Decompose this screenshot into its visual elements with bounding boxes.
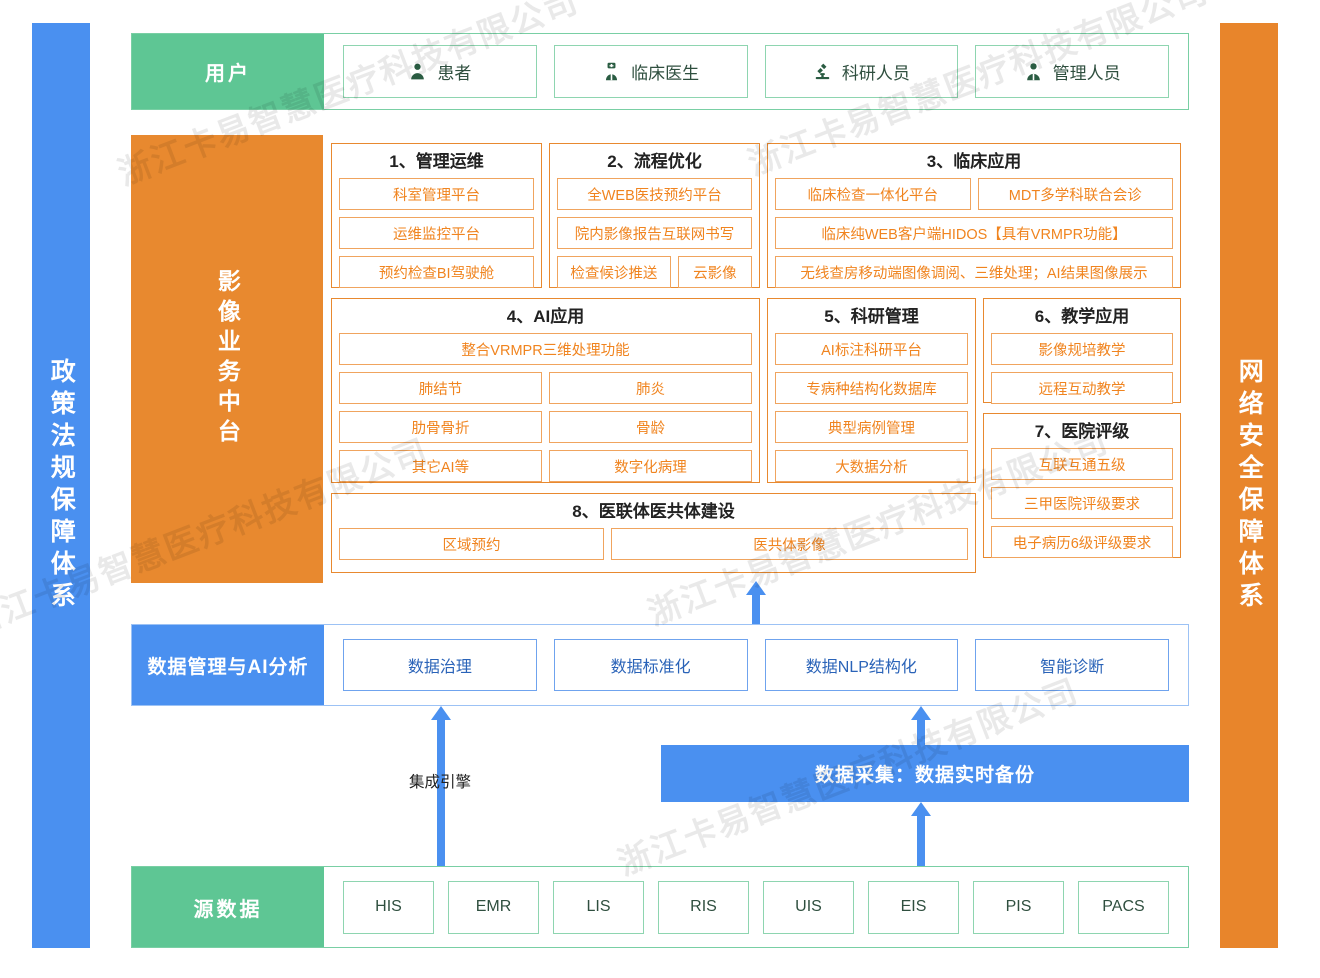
platform-item[interactable]: 运维监控平台	[339, 217, 534, 249]
group-title: 7、医院评级	[1034, 422, 1130, 441]
platform-item[interactable]: 临床纯WEB客户端HIDOS【具有VRMPR功能】	[775, 217, 1173, 249]
platform-row: 影像业务中台 1、管理运维 科室管理平台 运维监控平台 预约检查BI驾驶舱 2、…	[131, 135, 1189, 583]
arrow-source-to-collect	[917, 815, 925, 866]
source-data-row: 源数据 HIS EMR LIS RIS UIS EIS PIS PACS	[131, 866, 1189, 948]
data-chip-nlp-structure[interactable]: 数据NLP结构化	[764, 639, 959, 691]
user-chip-label: 临床医生	[631, 64, 700, 83]
data-management-chip-list: 数据治理 数据标准化 数据NLP结构化 智能诊断	[324, 625, 1188, 705]
source-data-chip-list: HIS EMR LIS RIS UIS EIS PIS PACS	[324, 867, 1188, 947]
platform-item[interactable]: 科室管理平台	[339, 178, 534, 210]
data-chip-governance[interactable]: 数据治理	[343, 639, 537, 691]
user-chip-clinician[interactable]: 临床医生	[553, 45, 748, 98]
group-title: 1、管理运维	[389, 152, 484, 171]
platform-item[interactable]: 影像规培教学	[991, 333, 1173, 365]
source-data-label: 源数据	[132, 867, 324, 947]
source-chip-his[interactable]: HIS	[343, 880, 434, 934]
data-chip-standardize[interactable]: 数据标准化	[553, 639, 748, 691]
data-collection-bar: 数据采集：数据实时备份	[661, 745, 1189, 802]
group-title: 8、医联体医共体建设	[572, 502, 735, 521]
source-chip-eis[interactable]: EIS	[868, 880, 959, 934]
platform-group-3: 3、临床应用 临床检查一体化平台 MDT多学科联合会诊 临床纯WEB客户端HID…	[767, 143, 1181, 288]
platform-label-text: 影像业务中台	[214, 269, 241, 449]
user-chip-label: 科研人员	[841, 64, 910, 83]
group-title: 6、教学应用	[1034, 307, 1130, 326]
platform-item[interactable]: 临床检查一体化平台	[775, 178, 971, 210]
platform-item[interactable]: AI标注科研平台	[775, 333, 968, 365]
platform-item[interactable]: 肋骨骨折	[339, 411, 542, 443]
platform-groups: 1、管理运维 科室管理平台 运维监控平台 预约检查BI驾驶舱 2、流程优化 全W…	[323, 135, 1189, 583]
user-chip-administrator[interactable]: 管理人员	[975, 45, 1169, 98]
arrow-data-to-platform	[752, 594, 760, 624]
platform-item[interactable]: 数字化病理	[549, 450, 752, 482]
user-chip-patient[interactable]: 患者	[343, 45, 537, 98]
platform-item[interactable]: 其它AI等	[339, 450, 542, 482]
right-pillar-security: 网络安全保障体系	[1220, 23, 1278, 948]
platform-item[interactable]: 肺炎	[549, 372, 752, 404]
data-chip-smart-diagnosis[interactable]: 智能诊断	[975, 639, 1169, 691]
arrow-integration-engine	[437, 719, 445, 866]
group-title: 5、科研管理	[824, 307, 919, 326]
user-chip-label: 管理人员	[1052, 64, 1121, 83]
platform-group-7: 7、医院评级 互联互通五级 三甲医院评级要求 电子病历6级评级要求	[983, 413, 1181, 558]
platform-item[interactable]: 大数据分析	[775, 450, 968, 482]
source-chip-uis[interactable]: UIS	[763, 880, 854, 934]
doctor-icon	[602, 62, 621, 81]
platform-item[interactable]: 云影像	[677, 256, 752, 288]
manager-icon	[1024, 62, 1043, 81]
platform-item[interactable]: 电子病历6级评级要求	[991, 526, 1173, 558]
left-pillar-policy: 政策法规保障体系	[32, 23, 90, 948]
source-chip-lis[interactable]: LIS	[553, 880, 644, 934]
user-chip-researcher[interactable]: 科研人员	[764, 45, 959, 98]
source-chip-pacs[interactable]: PACS	[1078, 880, 1169, 934]
source-chip-ris[interactable]: RIS	[658, 880, 749, 934]
platform-group-4: 4、AI应用 整合VRMPR三维处理功能 肺结节 肺炎 肋骨骨折 骨龄 其它AI…	[331, 298, 760, 483]
platform-item[interactable]: MDT多学科联合会诊	[977, 178, 1173, 210]
platform-item[interactable]: 检查候诊推送	[557, 256, 671, 288]
platform-item[interactable]: 医共体影像	[610, 528, 968, 560]
platform-item[interactable]: 互联互通五级	[991, 448, 1173, 480]
platform-group-2: 2、流程优化 全WEB医技预约平台 院内影像报告互联网书写 检查候诊推送 云影像	[549, 143, 760, 288]
platform-item[interactable]: 预约检查BI驾驶舱	[339, 256, 534, 288]
platform-item[interactable]: 骨龄	[549, 411, 752, 443]
platform-group-6: 6、教学应用 影像规培教学 远程互动教学	[983, 298, 1181, 404]
group-title: 4、AI应用	[506, 307, 585, 326]
patient-icon	[408, 62, 427, 81]
microscope-icon	[813, 62, 832, 81]
platform-item[interactable]: 专病种结构化数据库	[775, 372, 968, 404]
platform-item[interactable]: 典型病例管理	[775, 411, 968, 443]
platform-group-5: 5、科研管理 AI标注科研平台 专病种结构化数据库 典型病例管理 大数据分析	[767, 298, 976, 483]
platform-group-8: 8、医联体医共体建设 区域预约 医共体影像	[331, 493, 976, 573]
platform-item[interactable]: 三甲医院评级要求	[991, 487, 1173, 519]
source-chip-pis[interactable]: PIS	[973, 880, 1064, 934]
integration-engine-label: 集成引擎	[408, 774, 471, 791]
data-management-row: 数据管理与AI分析 数据治理 数据标准化 数据NLP结构化 智能诊断	[131, 624, 1189, 706]
users-row-label: 用户	[132, 34, 324, 109]
source-chip-emr[interactable]: EMR	[448, 880, 539, 934]
platform-item[interactable]: 肺结节	[339, 372, 542, 404]
arrow-collect-to-data	[917, 719, 925, 745]
group-title: 3、临床应用	[926, 152, 1022, 171]
platform-item[interactable]: 整合VRMPR三维处理功能	[339, 333, 752, 365]
group-title: 2、流程优化	[607, 152, 702, 171]
platform-row-label: 影像业务中台	[131, 135, 323, 583]
platform-item[interactable]: 远程互动教学	[991, 372, 1173, 404]
users-row: 用户 患者	[131, 33, 1189, 110]
platform-item[interactable]: 院内影像报告互联网书写	[557, 217, 752, 249]
platform-group-1: 1、管理运维 科室管理平台 运维监控平台 预约检查BI驾驶舱	[331, 143, 542, 288]
user-chip-label: 患者	[437, 64, 472, 83]
platform-item[interactable]: 无线查房移动端图像调阅、三维处理；AI结果图像展示	[775, 256, 1173, 288]
data-management-label: 数据管理与AI分析	[132, 625, 324, 705]
users-chip-list: 患者 临床医生	[324, 34, 1188, 109]
platform-item[interactable]: 全WEB医技预约平台	[557, 178, 752, 210]
platform-item[interactable]: 区域预约	[339, 528, 604, 560]
